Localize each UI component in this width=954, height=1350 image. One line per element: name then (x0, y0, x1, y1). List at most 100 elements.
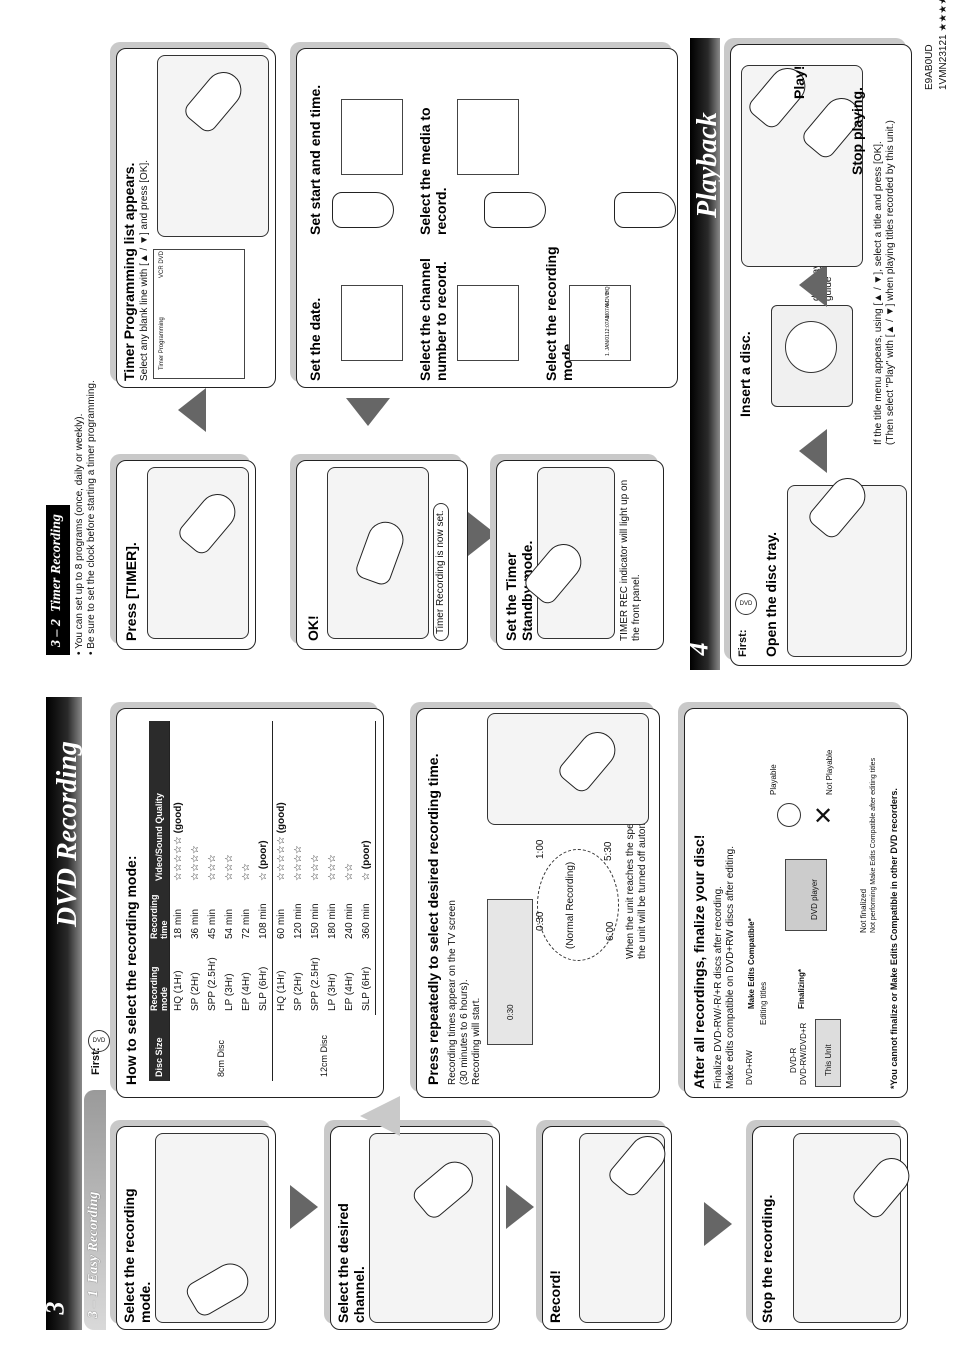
flow-arrow (506, 1185, 534, 1229)
header-disc-size: Disc Size (149, 1015, 170, 1081)
table-cell: 120 min (293, 903, 304, 939)
table-cell: EP (4Hr) (344, 972, 355, 1011)
table-cell: SP (2Hr) (190, 972, 201, 1011)
timer-bullet1: • You can set up to 8 programs (once, da… (74, 413, 85, 655)
set-date-label: Set the date. (307, 297, 323, 381)
finger-icon (614, 192, 676, 228)
playable-circle-icon (777, 803, 801, 827)
table-cell: SP (2Hr) (293, 972, 304, 1011)
step-record-label: Record! (547, 1270, 563, 1323)
table-cell: 72 min (241, 908, 252, 939)
table-cell: SLP (6Hr) (258, 966, 269, 1011)
time-cycle-diagram (537, 849, 619, 961)
finalize-footnote: *You cannot finalize or Make Edits Compa… (889, 788, 899, 1089)
section3-header: 3 DVD Recording (41, 697, 83, 1330)
playback-first-label: First: (737, 629, 749, 658)
select-media-label: Select the media to record. (417, 107, 449, 235)
table-cell: LP (3Hr) (327, 973, 338, 1011)
time-6-00: 6:00 (605, 921, 616, 941)
stop-playing-label: Stop playing. (849, 87, 865, 175)
finalize-title: After all recordings, finalize your disc… (691, 834, 707, 1089)
step-stop: Stop the recording. (752, 1126, 917, 1330)
press-repeat-panel: Press repeatedly to select desired recor… (416, 708, 660, 1098)
press-line2: (30 minutes to 6 hours). (459, 979, 470, 1085)
select-channel-label: Select the channel number to record. (417, 258, 449, 381)
ok-label: OK! (305, 615, 321, 641)
howto-title: How to select the recording mode: (123, 855, 139, 1085)
flow-arrow (290, 1185, 318, 1229)
table-cell: EP (4Hr) (241, 972, 252, 1011)
osd-time: 0:30 (506, 1004, 515, 1020)
mode-table: Disc Size Recording mode Recording time … (149, 721, 376, 1081)
table-cell: ☆☆ (241, 863, 252, 881)
timer-bullet2: • Be sure to set the clock before starti… (86, 380, 97, 655)
not-playable-label: Not Playable (825, 749, 834, 795)
play-label: Play! (791, 65, 807, 99)
playback-panel: First: DVD Open the disc tray. Insert a … (730, 44, 912, 666)
table-cell: ☆☆☆☆☆ (good) (272, 721, 290, 885)
not-finalized-label: Not finalized (859, 888, 868, 933)
screen-row-date: 1. JAN/01 (605, 334, 611, 356)
flow-arrow (178, 388, 206, 432)
step-select-channel-label: Select the desired channel. (335, 1203, 367, 1323)
flow-arrow (468, 512, 496, 556)
normal-recording: (Normal Recording) (565, 861, 576, 949)
timer-settings-panel: Set the date. Set start and end time. Se… (296, 48, 678, 388)
timer-list-panel: Timer Programming list appears. Select a… (116, 48, 276, 388)
table-cell: 360 min (358, 885, 376, 943)
dvd-disc-icon: DVD (88, 1030, 110, 1052)
press-line1: Recording times appear on the TV screen (447, 900, 458, 1085)
dvd-player-label: DVD player (810, 879, 819, 920)
timer-screen-mode: 1. JAN/01 12:07AM 1:07AM 6 DVD HQ (569, 285, 631, 361)
finalize-line2: Make edits compatible on DVD+RW discs af… (725, 846, 736, 1089)
table-cell: 18 min (169, 885, 187, 943)
table-cell: ☆☆☆ (224, 854, 235, 881)
press-timer-label: Press [TIMER]. (123, 542, 139, 641)
section4-number: 4 (684, 642, 714, 656)
standby-panel: Set the Timer Standby mode. TIMER REC in… (496, 460, 664, 650)
table-cell: HQ (1Hr) (169, 943, 187, 1015)
this-unit-label: This Unit (824, 1044, 833, 1076)
disc-icon (785, 321, 837, 373)
standby-title: Set the Timer Standby mode. (503, 540, 535, 641)
header-quality: Video/Sound Quality (149, 721, 170, 885)
screen-title: Timer Programming (159, 317, 165, 370)
step-select-mode-label: Select the recording mode. (121, 1188, 153, 1323)
disc-12cm: 12cm Disc (272, 1015, 376, 1081)
timer-screen-channel (457, 285, 519, 361)
timer-now-set: Timer Recording is now set. (433, 503, 449, 641)
section4-header: 4 Playback (685, 38, 723, 670)
ok-panel: OK! Timer Recording is now set. (296, 460, 468, 650)
flow-arrow (346, 398, 390, 426)
flow-arrow (799, 263, 827, 307)
set-start-end-label: Set start and end time. (307, 84, 323, 235)
section3-title: DVD Recording (52, 741, 83, 927)
table-cell: HQ (1Hr) (272, 943, 290, 1015)
table-cell: ☆☆☆ (327, 854, 338, 881)
timer-list-sub: Select any blank line with [▲ / ▼] and p… (139, 159, 150, 381)
table-cell: ☆☆☆☆ (190, 845, 201, 881)
dvd-rw-label: DVD+RW (745, 1050, 754, 1085)
table-cell: ☆ (poor) (258, 840, 269, 881)
press-title: Press repeatedly to select desired recor… (425, 753, 441, 1085)
press-line3: Recording will start. (471, 997, 482, 1085)
table-cell: SPP (2.5Hr) (207, 957, 218, 1011)
finalize-panel: After all recordings, finalize your disc… (684, 708, 908, 1098)
playable-label: Playable (769, 764, 778, 795)
table-cell: ☆☆☆☆☆ (good) (169, 721, 187, 885)
disc-8cm: 8cm Disc (169, 1015, 273, 1081)
table-cell: 54 min (224, 908, 235, 939)
table-cell: 240 min (344, 903, 355, 939)
timer-recording-tab: 3 – 2 Timer Recording (46, 505, 70, 655)
timer-screen-date (341, 285, 403, 361)
playback-note1: If the title menu appears, using [▲ / ▼]… (873, 141, 884, 445)
step-record: Record! (542, 1126, 673, 1330)
this-unit: This Unit (815, 1019, 841, 1087)
tv-screen: 0:30 (487, 899, 533, 1045)
make-edits-label: Make Edits Compatible* (747, 918, 756, 1009)
flow-arrow (704, 1202, 732, 1246)
table-cell: SPP (2.5Hr) (310, 957, 321, 1011)
finger-icon (484, 192, 546, 228)
press-timer-panel: Press [TIMER]. (116, 460, 256, 650)
table-cell: ☆☆☆☆ (293, 845, 304, 881)
